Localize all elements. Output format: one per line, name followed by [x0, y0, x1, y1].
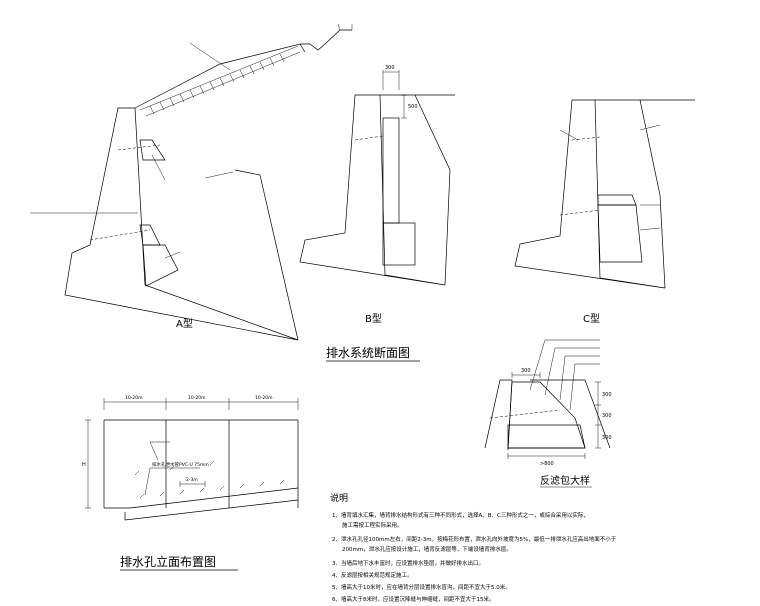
figure-c: C型 — [514, 99, 695, 325]
figure-b-dim-top: 300 — [385, 65, 395, 71]
figure-b-ground-line — [414, 94, 451, 286]
figure-a-gravel-upper — [139, 139, 166, 161]
elevation-pipe-label: 排水孔泄水管PVC-U 75mm — [152, 461, 209, 468]
notes-line-5: 3、当墙后地下水丰富时，应设置排水垫层，并做好排水出口。 — [332, 559, 484, 567]
elevation-small-dim-text: 2-3m — [186, 477, 198, 483]
notes: 说明 1、墙背填水汇集，墙背排水结构形式有三种不同形式，选择A、B、C三种形式之… — [330, 492, 617, 603]
notes-line-6: 4、反滤层按相关规范规定施工。 — [332, 571, 413, 579]
elevation-spacing-2: 10-20m — [188, 395, 205, 401]
figure-a-road-ticks — [337, 23, 353, 31]
elevation-frame — [103, 419, 299, 508]
figure-b-pipe — [354, 135, 384, 141]
figure-a-gravel-bottom — [142, 244, 179, 287]
figure-b-filter-column — [382, 117, 400, 224]
figure-b: 300 500 B型 — [299, 65, 455, 325]
filter-detail-dim-right-3: 300 — [602, 435, 612, 441]
notes-line-7: 5、墙高大于10米时，应在墙背分层设置排水盲沟，间距不宜大于5.0米。 — [332, 583, 511, 591]
figure-c-wall-outline — [514, 99, 666, 289]
filter-detail: 300 >800 300 300 300 反滤包大样 — [484, 339, 612, 488]
elevation-title: 排水孔立面布置图 — [120, 554, 216, 569]
elevation-h-label: H — [82, 462, 86, 468]
figure-b-wall-outline — [299, 94, 446, 286]
filter-detail-dim-bottom — [507, 453, 586, 459]
filter-detail-leaders — [529, 339, 600, 411]
elevation-layout: 10-20m 10-20m 10-20m H 排水孔泄水管PVC-U 75mm … — [82, 395, 299, 571]
filter-detail-dim-top-text: 300 — [521, 368, 531, 374]
elevation-pipe-leader — [144, 441, 200, 496]
elevation-spacing-1: 10-20m — [125, 395, 142, 401]
notes-line-4: 200mm，泄水孔应按设计施工，墙背反滤层等，下端设墙背排水层。 — [342, 545, 512, 553]
figure-a-ground-line — [234, 169, 299, 341]
filter-detail-dim-bottom-text: >800 — [540, 461, 554, 467]
notes-line-2: 施工需按工程实际采用。 — [342, 521, 403, 529]
notes-line-3: 2、泄水孔孔径100mm左右，间距2-3m，按梅花形布置，泄水孔向外坡度为5%，… — [332, 535, 617, 543]
section-title: 排水系统断面图 — [326, 345, 410, 360]
figure-c-pipe-lower — [559, 209, 601, 216]
notes-line-1: 1、墙背填水汇集，墙背排水结构形式有三种不同形式，选择A、B、C三种形式之一，或… — [332, 511, 589, 519]
elevation-dim-line — [103, 398, 299, 410]
figure-a-pipe-upper — [117, 144, 161, 151]
filter-detail-base — [507, 424, 586, 449]
notes-title: 说明 — [330, 492, 348, 504]
filter-detail-title: 反滤包大样 — [540, 474, 590, 487]
elevation-spacing-3: 10-20m — [255, 395, 272, 401]
filter-detail-pipe — [489, 409, 561, 419]
figure-c-ground-line — [639, 99, 666, 289]
notes-line-8: 6、墙高大于8米时，应设置沉降缝与伸缩缝，间距不宜大于15米。 — [332, 595, 495, 603]
filter-detail-dim-top — [511, 372, 541, 378]
filter-detail-dim-right-1: 300 — [602, 392, 612, 398]
figure-b-gravel-base — [382, 222, 416, 266]
figure-a-leaders — [30, 42, 234, 259]
elevation-small-dim — [179, 481, 206, 487]
filter-detail-body — [507, 381, 586, 449]
figure-c-label: C型 — [583, 312, 600, 325]
figure-b-label: B型 — [365, 312, 382, 325]
elevation-base — [104, 487, 299, 521]
filter-detail-dim-right-2: 300 — [602, 413, 612, 419]
figure-a-gravel-lower — [139, 224, 161, 246]
figure-a-drain-truss — [139, 45, 301, 117]
figure-b-dim-lines — [382, 70, 407, 119]
figure-c-filter-strip — [597, 194, 637, 206]
figure-a-road — [300, 29, 352, 51]
figure-a-label: A型 — [176, 317, 193, 330]
figure-b-dim-side: 500 — [408, 104, 418, 110]
figure-a: A型 — [30, 23, 353, 341]
figure-a-wall-outline — [64, 107, 299, 341]
figure-c-leaders — [559, 124, 661, 231]
figure-a-backfill-slope — [134, 43, 306, 109]
figure-c-gravel — [597, 204, 643, 263]
elevation-h-dim — [85, 419, 91, 509]
figure-a-pipe-lower — [89, 229, 151, 241]
filter-detail-dim-right — [595, 381, 601, 449]
